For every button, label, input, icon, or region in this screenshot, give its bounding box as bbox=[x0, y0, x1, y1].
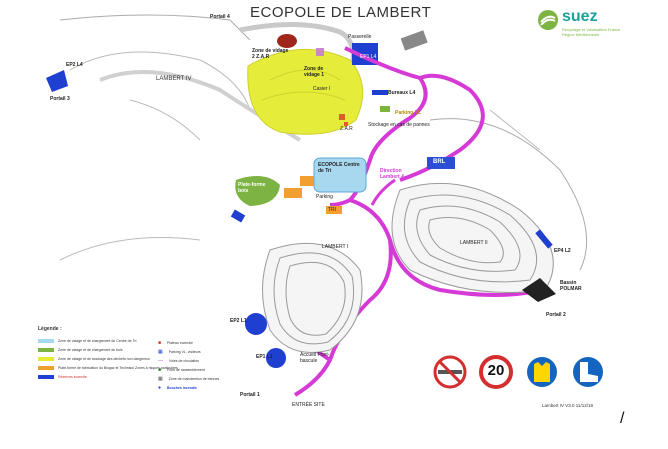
bureaux-label: Bureaux L4 bbox=[388, 90, 416, 96]
ep1-l1-reservoir bbox=[266, 348, 286, 368]
bassin-polmar-label: Bassin POLMAR bbox=[560, 280, 582, 292]
legend-title: Légende : bbox=[38, 326, 62, 332]
plateforme-bois-label: Plate-forme bois bbox=[238, 182, 266, 194]
no-smoking-icon bbox=[433, 355, 467, 389]
brand-name: suez bbox=[562, 8, 598, 25]
portail-3-label: Portail 3 bbox=[50, 96, 70, 102]
direction-label: Direction Lambert 4 bbox=[380, 168, 404, 180]
speed-limit-icon bbox=[479, 355, 513, 389]
zone-vidage-1-label: Zone de vidage 1 bbox=[304, 66, 325, 78]
ep2-l1-label: EP2 L1 bbox=[230, 318, 247, 324]
page-mark: / bbox=[620, 410, 625, 427]
lambert-2-terraces bbox=[391, 182, 554, 293]
ecopole-label: ECOPOLE Centre de Tri bbox=[318, 162, 360, 174]
legend-item: ■Plateau incendie bbox=[158, 339, 193, 346]
lambert-4-label: LAMBERT IV bbox=[156, 76, 192, 82]
ep1-l4-label: EP1 L4 bbox=[360, 54, 377, 60]
portail-1-label: Portail 1 bbox=[240, 392, 260, 398]
suez-logo: suez Recyclage et Valorisation France Ré… bbox=[536, 6, 620, 46]
brl-tag bbox=[427, 157, 455, 169]
legend-item: Plate-forme de fabrication du Biogaz et … bbox=[38, 363, 268, 372]
legend-item: Réserves incendie bbox=[38, 372, 268, 381]
zar-label: Z.A.R bbox=[340, 126, 353, 132]
casier-label: Casier I bbox=[313, 86, 331, 92]
version-label: Lambert IV V3.0 11/12/19 bbox=[542, 403, 593, 408]
ep1-l1-label: EP1 L1 bbox=[256, 354, 273, 360]
entree-site-label: ENTRÉE SITE bbox=[292, 402, 325, 408]
legend-item: Zone de vidage et de chargement du bois bbox=[38, 345, 268, 354]
plateforme-bois bbox=[235, 176, 280, 206]
lambert-2-label: LAMBERT II bbox=[460, 240, 488, 246]
lambert-1-terraces bbox=[262, 242, 363, 353]
stockage-label: Stockage en cas de pannes bbox=[368, 122, 430, 128]
portail-4-label: Portail 4 bbox=[210, 14, 230, 20]
legend-item: —Voies de circulation bbox=[158, 357, 200, 364]
main-road bbox=[329, 46, 428, 207]
lambert-1-label: LAMBERT I bbox=[322, 244, 349, 250]
suez-swirl-icon bbox=[538, 10, 558, 30]
parking-vl-label: Parking VL bbox=[395, 110, 422, 116]
legend: Légende : Zone de vidage et de chargemen… bbox=[38, 326, 268, 381]
page-title: ECOPOLE DE LAMBERT bbox=[250, 4, 432, 21]
legend-item: Zone de vidage et de stockage des déchet… bbox=[38, 354, 268, 363]
bassin-polmar bbox=[522, 278, 556, 302]
safety-vest-icon bbox=[527, 357, 557, 387]
accueil-label: Accueil Pont-bascule bbox=[300, 352, 330, 364]
ep2-l1-reservoir bbox=[245, 313, 267, 335]
legend-item: ▦Zone de manutention de bennes bbox=[158, 375, 220, 382]
portail-2-label: Portail 2 bbox=[546, 312, 566, 318]
zone-vidage-2-label: Zone de vidage 2 Z.A.R bbox=[252, 48, 289, 60]
ep2-l4-label: EP2 L4 bbox=[66, 62, 83, 68]
legend-item: ■Point de rassemblement bbox=[158, 366, 205, 373]
legend-item: Zone de vidage et de chargement du Centr… bbox=[38, 336, 268, 345]
legend-secondary: ■Plateau incendie ▦Parking VL, visiteurs… bbox=[158, 338, 268, 392]
brl-label: BRL bbox=[433, 159, 446, 165]
tri-label: TRI bbox=[328, 207, 337, 213]
legend-item: ●Bouches incendie bbox=[158, 384, 197, 391]
legend-item: ▦Parking VL, visiteurs bbox=[158, 348, 201, 355]
ep4-l2-label: EP4 L2 bbox=[554, 248, 571, 254]
speed-limit-value: 20 bbox=[487, 362, 505, 379]
ecopole-centre-tri bbox=[313, 157, 367, 193]
safety-boots-icon bbox=[573, 357, 603, 387]
ep2-l4-reservoir bbox=[46, 70, 68, 92]
zone-vidage-2-marker bbox=[277, 34, 297, 48]
ep4-l2-reservoir bbox=[535, 229, 553, 249]
passerelle-label: Passerelle bbox=[348, 34, 372, 40]
parking-2-label: Parking bbox=[316, 194, 333, 200]
brand-tagline: Recyclage et Valorisation France Région … bbox=[562, 27, 621, 37]
biogaz-platform bbox=[284, 188, 302, 198]
